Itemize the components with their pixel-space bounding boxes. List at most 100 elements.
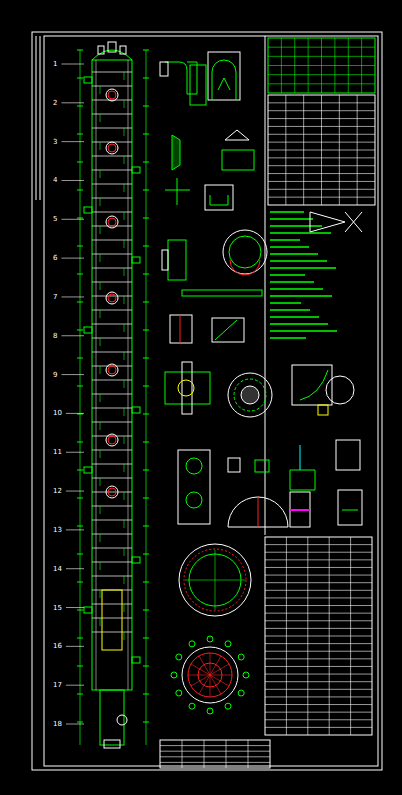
stroke (124, 492, 125, 500)
circle (117, 715, 127, 725)
stroke (66, 685, 84, 686)
stroke (77, 582, 83, 583)
stroke (92, 520, 132, 521)
stroke (188, 675, 210, 676)
circle (106, 89, 118, 101)
stroke (124, 576, 125, 584)
outline (336, 440, 360, 470)
stroke (182, 740, 183, 768)
stroke (61, 219, 84, 220)
stroke (92, 422, 132, 423)
stroke (100, 590, 101, 598)
callout-number: 13 (52, 526, 63, 534)
stroke (92, 534, 132, 535)
outline (84, 207, 92, 213)
stroke (100, 338, 101, 346)
stroke (124, 128, 125, 136)
outline (132, 557, 140, 563)
stroke (100, 562, 101, 570)
stroke (143, 106, 149, 107)
outline (170, 315, 192, 343)
stroke (77, 694, 83, 695)
stroke (270, 211, 304, 213)
stroke (143, 386, 149, 387)
stroke (77, 190, 83, 191)
stroke (265, 651, 372, 652)
stroke (100, 422, 101, 430)
outline (318, 405, 328, 415)
stroke (96, 60, 97, 690)
stroke (143, 470, 149, 471)
outline (338, 490, 362, 525)
stroke (77, 218, 83, 219)
callout-number: 14 (52, 565, 63, 573)
circle (106, 216, 118, 228)
stroke (124, 184, 125, 192)
outline (132, 167, 140, 173)
stroke (77, 638, 83, 639)
stroke (92, 170, 132, 171)
stroke (61, 374, 84, 375)
stroke (345, 212, 362, 232)
outline (98, 46, 104, 54)
stroke (100, 254, 101, 262)
stroke (270, 337, 306, 339)
stroke (100, 86, 101, 94)
stroke (77, 106, 83, 107)
stroke (265, 704, 372, 705)
stroke (100, 282, 101, 290)
circle (106, 364, 118, 376)
stroke (66, 413, 84, 414)
stroke (100, 394, 101, 402)
stroke (92, 198, 132, 199)
stroke (265, 658, 372, 659)
stroke (210, 653, 211, 675)
circle (108, 294, 116, 302)
callout-number: 2 (52, 99, 58, 107)
outline (104, 740, 120, 748)
stroke (146, 50, 147, 745)
stroke (77, 498, 83, 499)
callout-number: 16 (52, 642, 63, 650)
callout-number: 15 (52, 604, 63, 612)
circle (106, 434, 118, 446)
stroke (143, 610, 149, 611)
stroke (92, 632, 132, 633)
outline (165, 372, 210, 404)
stroke (77, 666, 83, 667)
stroke (143, 246, 149, 247)
outline (84, 607, 92, 613)
stroke (92, 394, 132, 395)
stroke (265, 582, 372, 583)
stroke (258, 497, 259, 527)
circle (108, 91, 116, 99)
circle (189, 703, 195, 709)
stroke (270, 267, 336, 269)
stroke (61, 335, 84, 336)
outline (265, 537, 372, 735)
stroke (92, 72, 132, 73)
stroke (210, 675, 232, 676)
stroke (160, 751, 270, 752)
stroke (92, 478, 132, 479)
stroke (268, 83, 375, 84)
stroke (265, 727, 372, 728)
stroke (124, 352, 125, 360)
stroke (61, 141, 84, 142)
stroke (248, 740, 249, 768)
callout-number: 11 (52, 448, 63, 456)
circle (106, 486, 118, 498)
stroke (124, 268, 125, 276)
detail (172, 135, 180, 170)
callout-number: 3 (52, 138, 58, 146)
circle (243, 672, 249, 678)
stroke (226, 740, 227, 768)
circle (184, 549, 246, 611)
outline (208, 52, 240, 100)
circle (179, 544, 251, 616)
stroke (265, 620, 372, 621)
stroke (143, 330, 149, 331)
stroke (92, 156, 132, 157)
callout-number: 17 (52, 681, 63, 689)
stroke (100, 170, 101, 178)
